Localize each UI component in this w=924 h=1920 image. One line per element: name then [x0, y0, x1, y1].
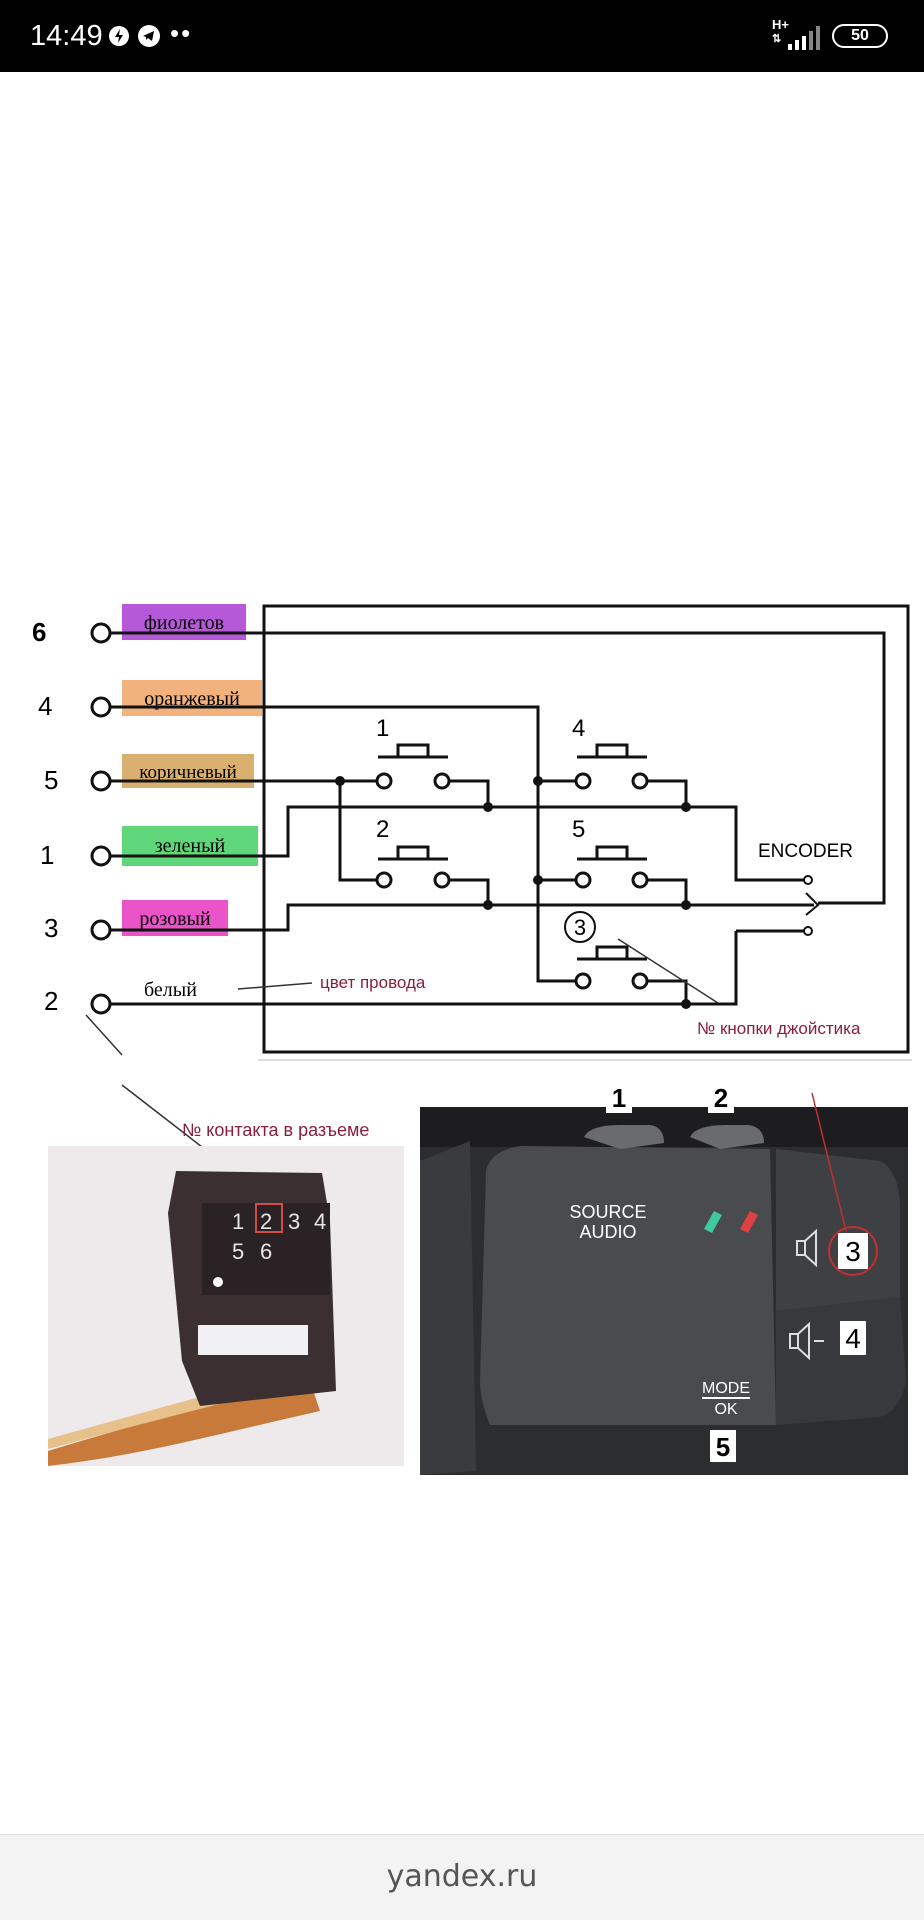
joystick-photo: 1 2 SOURCE AUDIO 3 4 MODE OK	[420, 1081, 908, 1475]
button-label: 4	[572, 715, 585, 742]
contact-number: 4	[314, 1209, 326, 1234]
push-button-5	[574, 845, 649, 889]
encoder-contacts	[803, 875, 813, 936]
contact-number: 2	[260, 1209, 272, 1234]
contact-number: 3	[288, 1209, 300, 1234]
pin-number: 4	[38, 691, 52, 721]
joystick-button-number: 2	[714, 1083, 728, 1113]
push-button-2	[375, 845, 451, 889]
pin-number: 1	[40, 840, 54, 870]
image-viewer: 6 фиолетов 4 оранжевый 5 коричневый 1 зе…	[0, 72, 924, 1834]
wire-color-label: коричневый	[139, 762, 237, 783]
wire-color-label: зеленый	[155, 835, 226, 857]
pin-row-5: 5 коричневый	[44, 754, 254, 795]
joystick-button-number: 3	[845, 1236, 861, 1267]
telegram-icon	[138, 25, 160, 47]
connector-photo: 1 2 3 4 5 6	[48, 1146, 404, 1466]
wire-color-label: фиолетов	[144, 612, 224, 634]
button-label: 3	[574, 915, 586, 940]
pin-row-3: 3 розовый	[44, 900, 228, 943]
status-bar: 14:49 •• H+⇅ 50	[0, 0, 924, 72]
ok-label: OK	[714, 1401, 737, 1418]
signal-icon	[788, 26, 820, 50]
joystick-note: № кнопки джойстика	[697, 1019, 861, 1038]
pin-number: 6	[32, 617, 46, 647]
connector-note: № контакта в разъеме	[182, 1120, 369, 1140]
pin-row-2: 2 белый	[44, 979, 197, 1016]
push-button-1	[375, 743, 451, 790]
pin-row-4: 4 оранжевый	[38, 680, 262, 721]
joystick-button-number: 1	[612, 1083, 626, 1113]
volume-up-icon	[796, 1228, 817, 1268]
volume-down-icon	[789, 1321, 824, 1361]
contact-number: 1	[232, 1209, 244, 1234]
audio-label: AUDIO	[579, 1222, 636, 1242]
pin-number: 5	[44, 765, 58, 795]
more-notifications-icon: ••	[170, 18, 193, 48]
source-label: SOURCE	[569, 1202, 646, 1222]
pin-row-6: 6 фиолетов	[32, 604, 246, 647]
button-label: 2	[376, 816, 389, 843]
push-button-4	[574, 743, 649, 790]
status-time: 14:49	[30, 20, 103, 52]
joystick-button-number: 5	[716, 1432, 730, 1462]
joystick-button-number: 4	[845, 1323, 861, 1354]
address-bar[interactable]: yandex.ru	[0, 1834, 924, 1920]
button-label: 1	[376, 715, 389, 742]
domain-label[interactable]: yandex.ru	[386, 1859, 538, 1894]
push-button-3	[574, 945, 649, 990]
network-type: H+⇅	[772, 17, 789, 45]
wire-color-label: розовый	[139, 908, 211, 930]
shield-icon	[109, 26, 129, 46]
wire-color-label: оранжевый	[144, 688, 240, 710]
pin-row-1: 1 зеленый	[40, 826, 258, 870]
encoder-label: ENCODER	[758, 841, 853, 862]
wiring-diagram-image: 6 фиолетов 4 оранжевый 5 коричневый 1 зе…	[32, 604, 912, 1475]
mode-label: MODE	[702, 1380, 750, 1397]
battery-indicator: 50	[832, 24, 888, 48]
contact-number: 5	[232, 1239, 244, 1264]
button-label: 5	[572, 816, 585, 843]
pin-number: 3	[44, 913, 58, 943]
wire-color-label: белый	[144, 979, 197, 1001]
pin-number: 2	[44, 986, 58, 1016]
contact-number: 6	[260, 1239, 272, 1264]
wire-color-note: цвет провода	[320, 973, 426, 992]
